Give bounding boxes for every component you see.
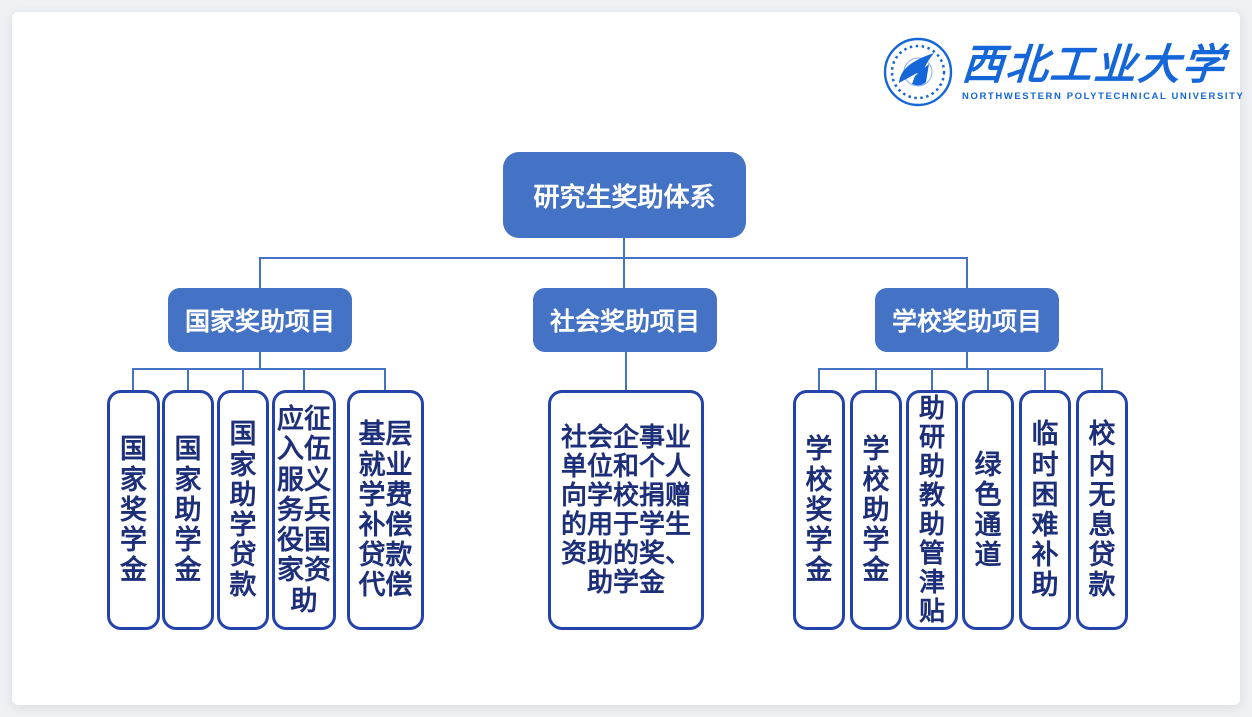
leaf-node: 学校助学金: [850, 390, 902, 630]
branch-node-national: 国家奖助项目: [168, 288, 352, 352]
connector-line: [259, 257, 968, 259]
university-logo: 西北工业大学 NORTHWESTERN POLYTECHNICAL UNIVER…: [882, 36, 1243, 114]
connector-line: [187, 369, 189, 390]
leaf-node: 学校奖学金: [793, 390, 845, 630]
connector-line: [259, 258, 261, 288]
branch-node-social: 社会奖助项目: [533, 288, 717, 352]
university-name-cn: 西北工业大学: [960, 40, 1228, 89]
branch-node-label: 社会奖助项目: [549, 308, 700, 336]
branch-node-label: 国家奖助项目: [184, 308, 335, 336]
university-names: 西北工业大学 NORTHWESTERN POLYTECHNICAL UNIVER…: [960, 40, 1245, 103]
connector-line: [931, 369, 933, 390]
leaf-node: 国家助学金: [162, 390, 214, 630]
root-node-graduate-award-system: 研究生奖助体系: [503, 152, 746, 238]
slide-card: 西北工业大学 NORTHWESTERN POLYTECHNICAL UNIVER…: [12, 12, 1243, 705]
connector-line: [132, 368, 386, 370]
connector-line: [966, 352, 968, 369]
leaf-node: 绿色通道: [962, 390, 1014, 630]
branch-node-label: 学校奖助项目: [891, 308, 1042, 336]
connector-line: [623, 238, 625, 258]
connector-line: [242, 369, 244, 390]
university-name-en: NORTHWESTERN POLYTECHNICAL UNIVERSITY: [962, 91, 1245, 103]
root-node-label: 研究生奖助体系: [533, 181, 716, 212]
connector-line: [259, 352, 261, 369]
leaf-node: 助研助教助管津贴: [906, 390, 958, 630]
connector-line: [303, 369, 305, 390]
leaf-node: 临时困难补助: [1019, 390, 1071, 630]
connector-line: [818, 368, 1103, 370]
connector-line: [875, 369, 877, 390]
npu-seal-airplane-icon: [882, 36, 954, 113]
connector-line: [623, 258, 625, 288]
connector-line: [1044, 369, 1046, 390]
connector-line: [966, 258, 968, 288]
leaf-node: 国家助学贷款: [217, 390, 269, 630]
leaf-node: 社会企事业单位和个人向学校捐赠的用于学生资助的奖、助学金: [548, 390, 704, 630]
leaf-node: 校内无息贷款: [1076, 390, 1128, 630]
connector-line: [1101, 369, 1103, 390]
connector-line: [625, 352, 627, 390]
leaf-node: 应征入伍服义务兵役国家资助: [272, 390, 336, 630]
leaf-node: 基层就业学费补偿贷款代偿: [347, 390, 424, 630]
connector-line: [132, 369, 134, 390]
connector-line: [818, 369, 820, 390]
leaf-node: 国家奖学金: [107, 390, 160, 630]
connector-line: [987, 369, 989, 390]
connector-line: [384, 369, 386, 390]
branch-node-school: 学校奖助项目: [875, 288, 1059, 352]
